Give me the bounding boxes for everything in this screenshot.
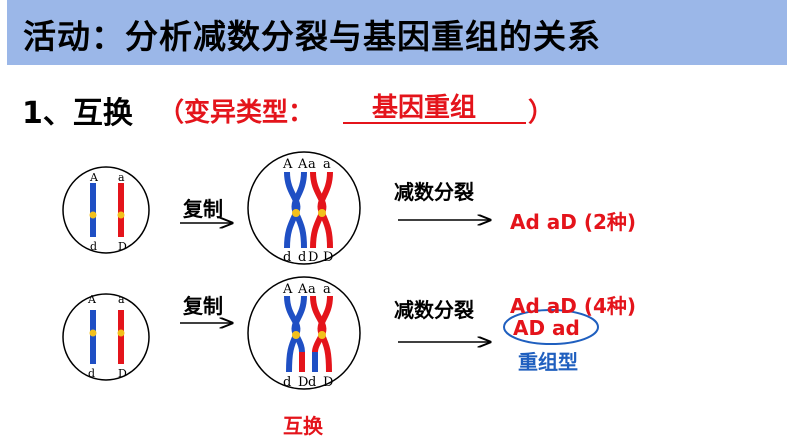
title-bar: 活动：分析减数分裂与基因重组的关系: [7, 0, 787, 65]
variation-type-suffix: ）: [528, 98, 555, 128]
page-title: 活动：分析减数分裂与基因重组的关系: [23, 17, 601, 56]
allele-label: A: [87, 293, 97, 306]
allele-label: A: [297, 157, 308, 172]
step-duplicate-label: 复制: [183, 294, 223, 318]
allele-label: a: [118, 171, 125, 184]
step-meiosis-label: 减数分裂: [394, 298, 474, 322]
allele-label: d: [90, 240, 97, 253]
variation-type-answer: 基因重组: [372, 93, 477, 123]
recombinant-highlight-ellipse: [503, 309, 599, 345]
allele-label: a: [323, 282, 331, 297]
allele-label: d: [283, 375, 291, 390]
allele-label: d: [88, 367, 95, 380]
section-heading: 1、互换: [22, 96, 133, 131]
centromere: [292, 209, 300, 217]
step-meiosis-label: 减数分裂: [394, 180, 474, 204]
allele-label: D: [118, 240, 127, 253]
chromosome-blue: [90, 310, 96, 364]
allele-label: D: [323, 250, 333, 265]
allele-label: A: [282, 157, 293, 172]
chromosome-blue: [90, 183, 96, 237]
centromere: [117, 329, 125, 337]
answer-underline: [343, 122, 526, 124]
row2-gamete-result: Ad aD (4种): [510, 294, 637, 318]
allele-label: a: [118, 293, 125, 306]
allele-label: D: [323, 375, 333, 390]
row1-duplicated-cell: A A a a d d D D: [247, 151, 361, 265]
step-duplicate-label: 复制: [183, 197, 223, 221]
row1-gamete-result: Ad aD (2种): [510, 210, 637, 234]
allele-label: d: [308, 375, 316, 390]
row1-parent-cell: A a d D: [62, 166, 150, 254]
allele-label: a: [323, 157, 331, 172]
allele-label: d: [298, 250, 306, 265]
allele-label: d: [283, 250, 291, 265]
allele-label: a: [308, 282, 316, 297]
row2-crossover-cell: A A a a d D d D: [247, 276, 361, 390]
row2-recombinant-gametes: AD ad: [513, 316, 580, 340]
centromere: [292, 331, 300, 339]
variation-type-prefix: （变异类型：: [158, 98, 315, 128]
allele-label: D: [298, 375, 308, 390]
centromere: [89, 329, 97, 337]
allele-label: D: [308, 250, 318, 265]
centromere: [318, 209, 326, 217]
allele-label: A: [282, 282, 293, 297]
chromosome-red: [118, 183, 124, 237]
centromere: [89, 211, 97, 219]
chromosome-red: [118, 310, 124, 364]
allele-label: A: [297, 282, 308, 297]
allele-label: D: [118, 367, 127, 380]
recombinant-type-label: 重组型: [518, 350, 578, 374]
allele-label: A: [89, 171, 99, 184]
centromere: [318, 331, 326, 339]
allele-label: a: [308, 157, 316, 172]
crossover-label: 互换: [283, 414, 323, 438]
centromere: [117, 211, 125, 219]
row2-parent-cell: A a d D: [62, 293, 150, 381]
